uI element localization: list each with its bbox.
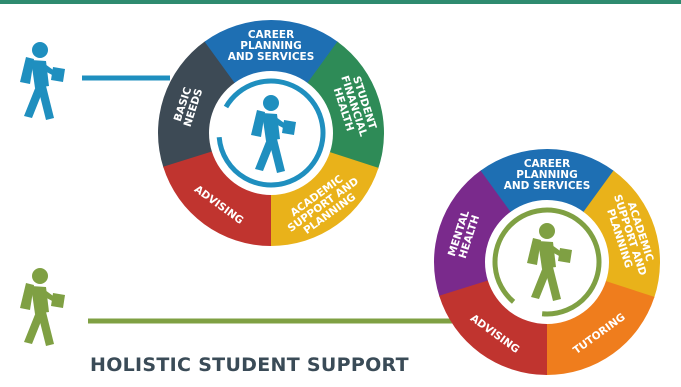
lower-segment-1 — [434, 169, 512, 297]
upper-segment-3 — [307, 41, 384, 170]
lower-segment-3 — [583, 170, 660, 299]
blue-student-walker-icon — [20, 42, 65, 120]
upper-segment-2 — [204, 20, 339, 84]
lower-segment-5 — [439, 280, 547, 375]
diagram-caption: HOLISTIC STUDENT SUPPORT — [90, 354, 409, 376]
upper-segment-4 — [269, 152, 379, 246]
upper-segment-5 — [163, 151, 271, 246]
top-rule — [0, 0, 681, 4]
upper-cycle-arrow — [216, 78, 326, 188]
lower-segment-4 — [545, 281, 655, 375]
lower-segment-2 — [480, 149, 615, 213]
upper-segment-1 — [158, 40, 236, 168]
green-student-walker-icon — [20, 268, 65, 346]
